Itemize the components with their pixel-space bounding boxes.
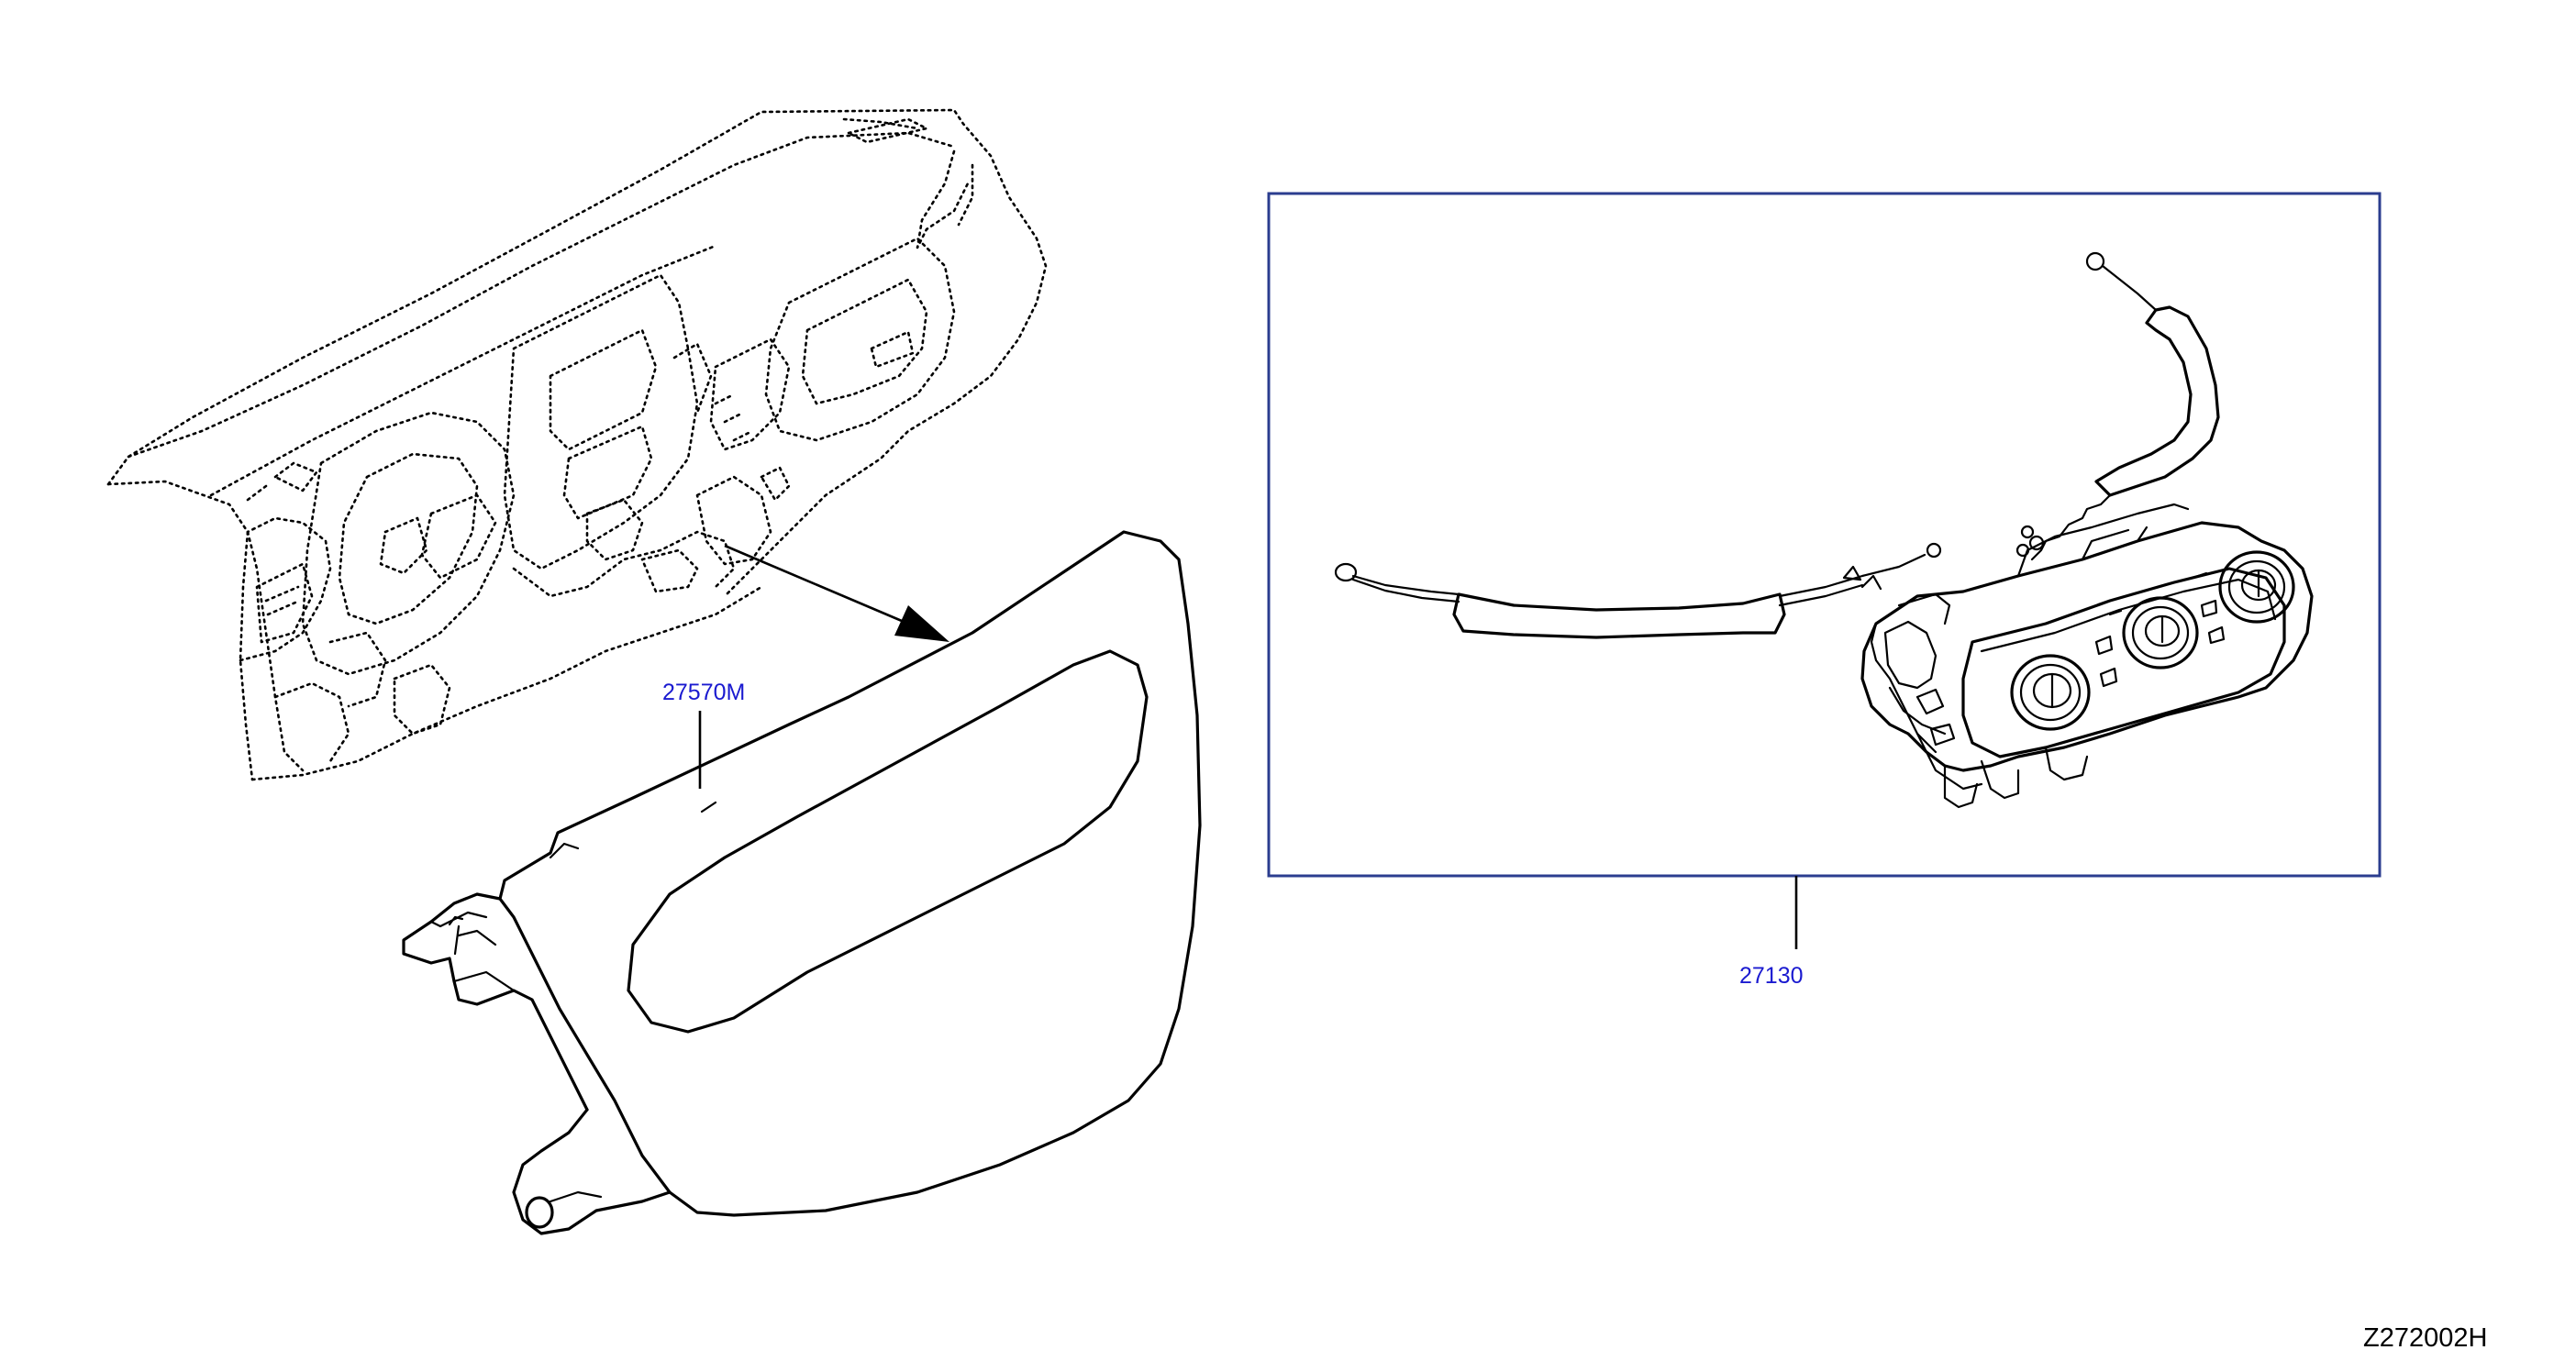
- mode-knob-icon: [2122, 596, 2199, 669]
- temperature-knob-icon: [2010, 654, 2091, 731]
- part-number-label-assembly: 27130: [1739, 963, 1804, 989]
- control-cable-icon: [1334, 251, 2220, 639]
- heater-control-assembly-icon: [1860, 503, 2314, 809]
- fan-speed-knob-icon: [2218, 550, 2295, 624]
- instrument-panel-dashed-outline-icon: [106, 108, 1048, 781]
- assembly-frame: [1267, 192, 2382, 878]
- indicator-arrow: [724, 544, 949, 642]
- part-number-label-finisher: 27570M: [662, 680, 745, 705]
- figure-code: Z272002H: [2363, 1323, 2487, 1353]
- heater-control-finisher-icon: [402, 530, 1202, 1235]
